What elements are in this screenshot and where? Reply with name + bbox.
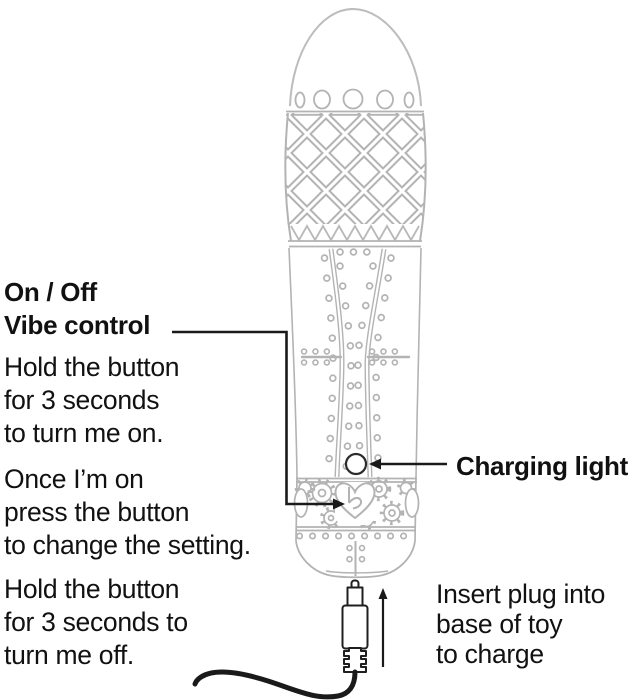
charging-light-callout-arrow [369, 458, 447, 470]
instruction-turn-on: Hold the button for 3 seconds to turn me… [4, 351, 180, 450]
device-body [288, 247, 422, 478]
charging-light-indicator [344, 452, 368, 476]
vibe-control-callout-arrow [172, 330, 345, 510]
instruction-line: press the button [4, 497, 190, 527]
instruction-line: Insert plug into [436, 579, 606, 609]
instruction-line: to change the setting. [4, 530, 251, 560]
cross-seam [300, 348, 411, 366]
instruction-line: to turn me on. [4, 418, 164, 448]
instruction-line: to charge [436, 639, 544, 669]
charging-plug-icon [341, 579, 369, 673]
lattice-pattern [284, 112, 427, 248]
instruction-line: for 3 seconds to [4, 607, 188, 637]
instruction-line: Once I’m on [4, 464, 144, 494]
rivet-band [286, 88, 424, 116]
device-base [295, 532, 419, 579]
instruction-line: base of toy [436, 609, 563, 639]
instruction-line: turn me off. [4, 640, 134, 670]
instruction-line: Hold the button [4, 574, 180, 604]
instruction-change-setting: Once I’m on press the button to change t… [4, 463, 251, 562]
charge-instruction: Insert plug into base of toy to charge [436, 579, 605, 669]
charging-cable [192, 669, 358, 700]
charging-light-label: Charging light [456, 451, 628, 481]
brand-logo-heart [334, 482, 376, 525]
instruction-line: for 3 seconds [4, 385, 160, 415]
heading-line-vibe-control: Vibe control [4, 310, 151, 340]
vibe-control-heading: On / Off Vibe control [4, 276, 150, 342]
heading-line-on-off: On / Off [4, 277, 97, 307]
instruction-line: Hold the button [4, 352, 180, 382]
device-tip [289, 7, 422, 107]
instruction-turn-off: Hold the button for 3 seconds to turn me… [4, 573, 188, 672]
gear-band [293, 476, 420, 542]
up-arrow-icon [378, 588, 388, 667]
